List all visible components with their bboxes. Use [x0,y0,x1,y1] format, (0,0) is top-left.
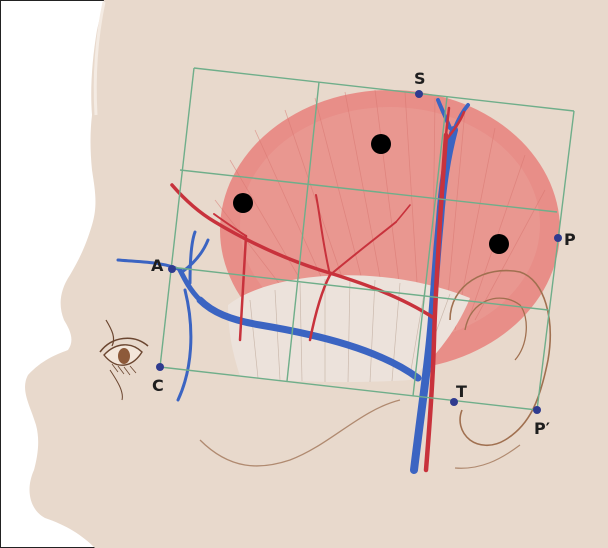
point-p [554,234,562,242]
label-s: S [414,69,426,88]
point-p-prime [533,406,541,414]
point-c [156,363,164,371]
target-dot-right [489,234,509,254]
target-dot-upper [371,134,391,154]
label-a: A [151,256,164,275]
label-p-prime: P′ [534,419,550,438]
target-dot-left [233,193,253,213]
point-s [415,90,423,98]
label-p: P [564,230,576,249]
label-c: C [152,376,164,395]
label-t: T [456,382,467,401]
point-a [168,265,176,273]
